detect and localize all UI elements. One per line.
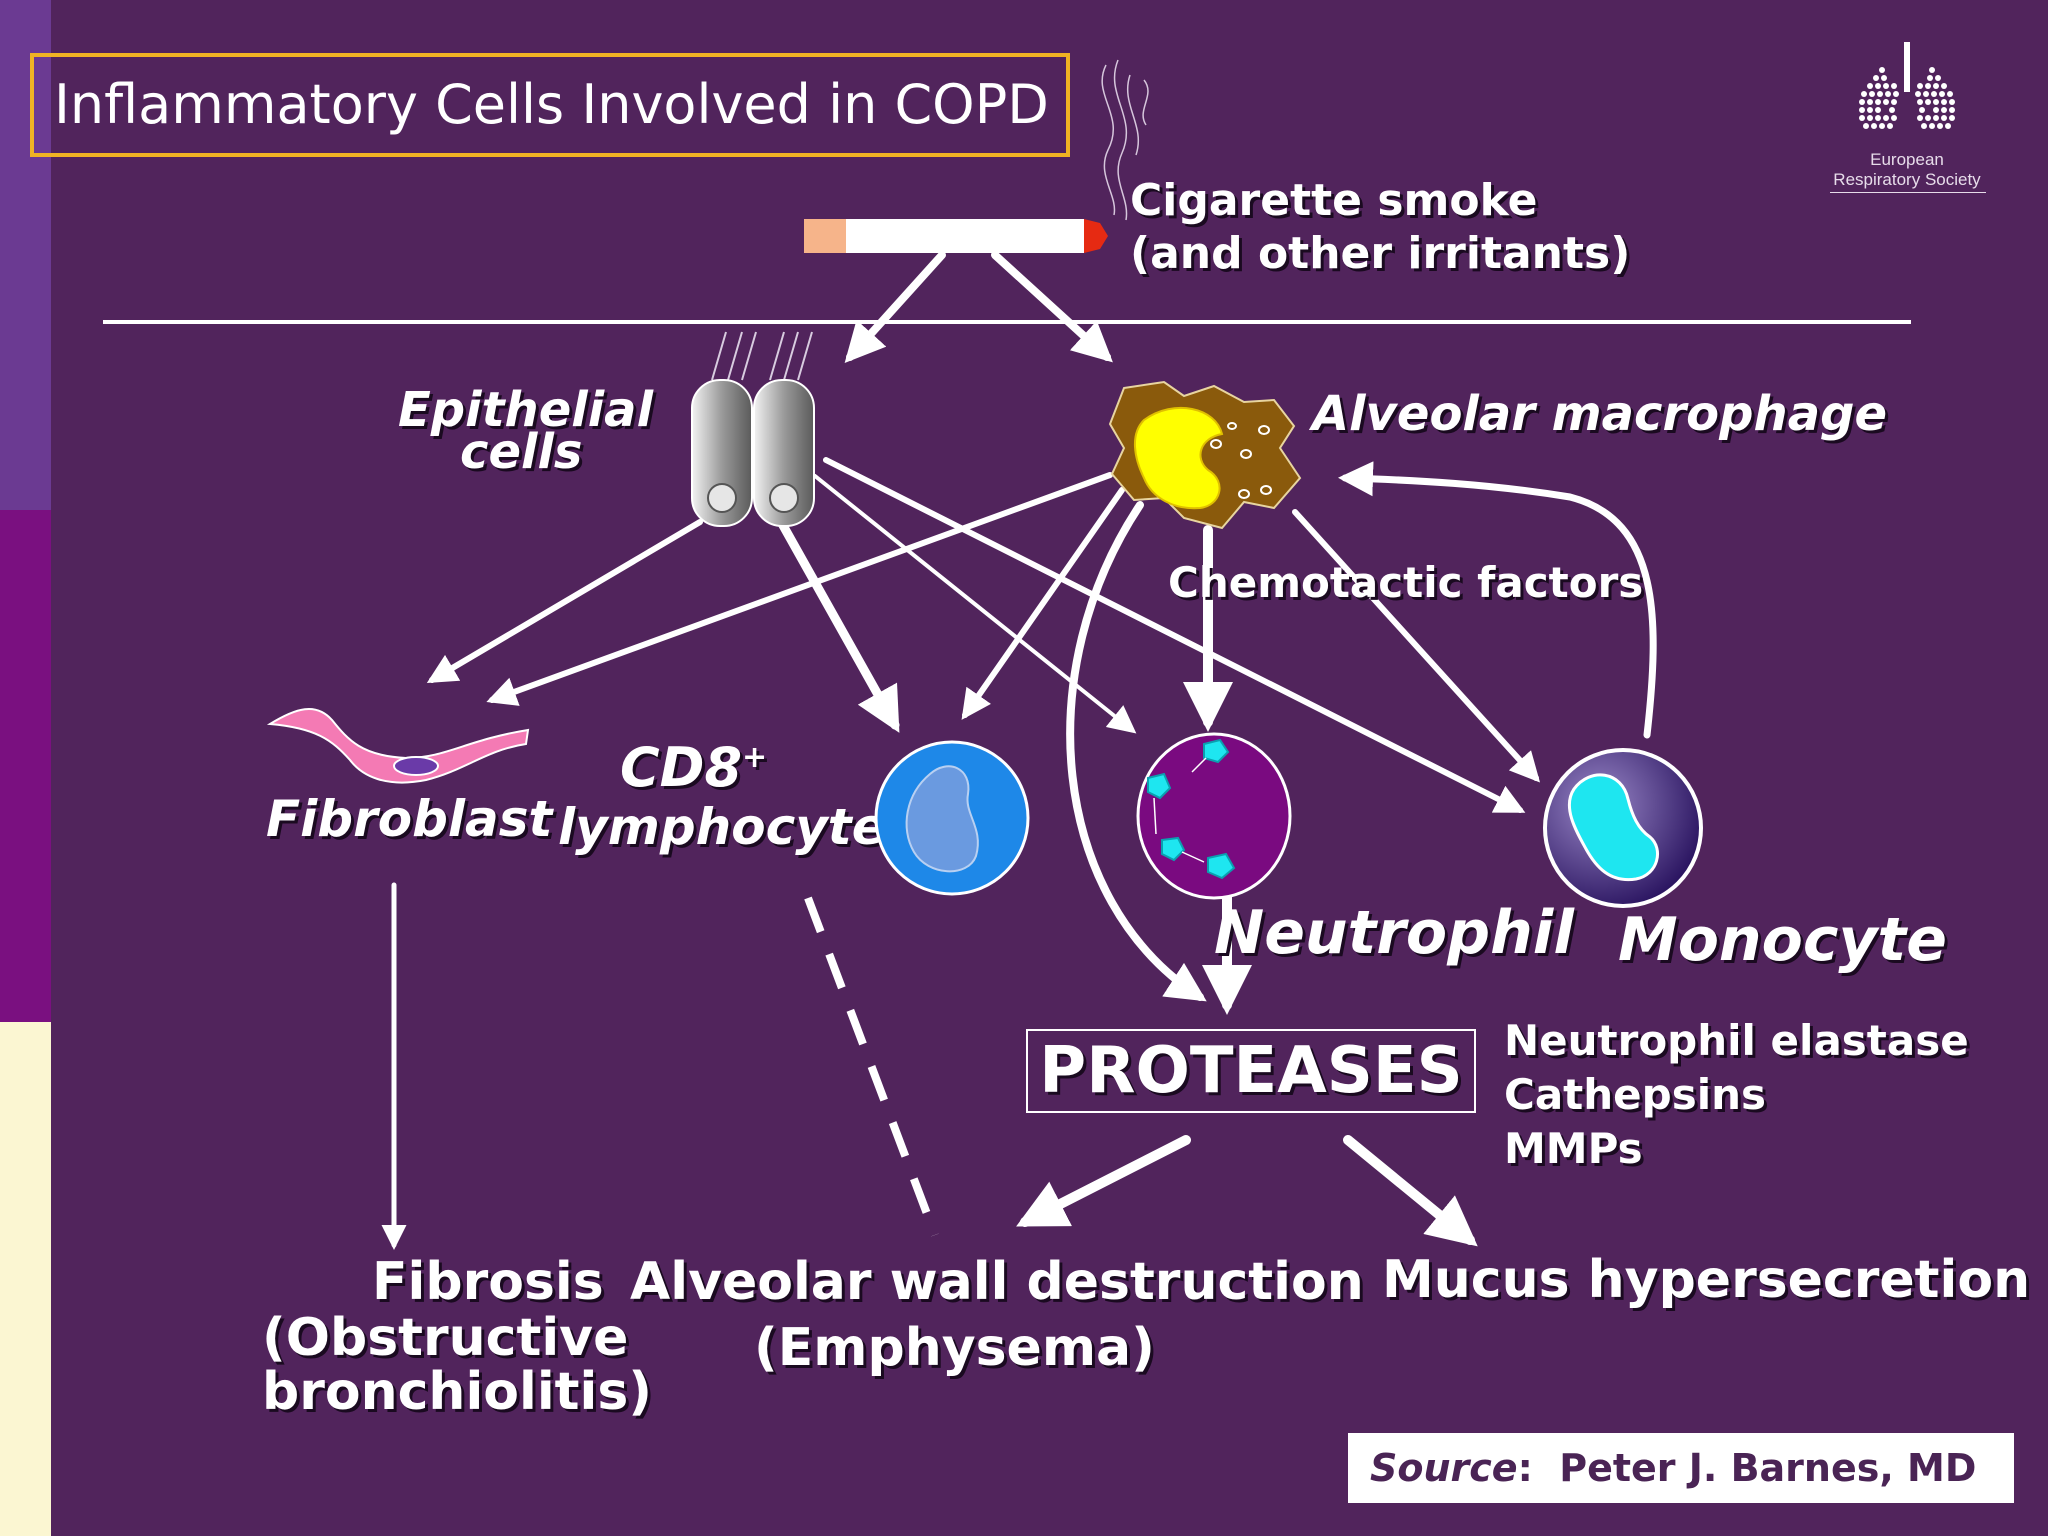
smoke-label-line1: Cigarette smoke xyxy=(1130,175,1538,226)
cd8-superscript: + xyxy=(742,740,768,775)
protease-type-cathepsins: Cathepsins xyxy=(1504,1070,1766,1119)
lymphocyte-icon xyxy=(874,740,1030,896)
fibroblast-label: Fibroblast xyxy=(266,790,553,848)
alveolar-macrophage-icon xyxy=(1108,380,1302,530)
neutrophil-icon xyxy=(1136,732,1292,900)
cd8-label-text: CD8 xyxy=(620,736,743,799)
alveolar-wall-label-line1: Alveolar wall destruction xyxy=(630,1252,1364,1312)
protease-type-mmps: MMPs xyxy=(1504,1124,1643,1173)
left-strip-top xyxy=(0,0,51,510)
fibroblast-icon xyxy=(266,707,530,784)
source-prefix: Source xyxy=(1370,1446,1518,1490)
epithelial-cells-icon xyxy=(691,331,815,527)
epithelial-label-line1: Epithelial xyxy=(398,382,654,438)
monocyte-label: Monocyte xyxy=(1618,905,1947,975)
airway-surface-line xyxy=(103,320,1911,324)
macrophage-label: Alveolar macrophage xyxy=(1312,386,1887,442)
fibrosis-label-line1: Fibrosis xyxy=(372,1252,604,1312)
protease-type-elastase: Neutrophil elastase xyxy=(1504,1016,1969,1065)
source-author: Peter J. Barnes, MD xyxy=(1559,1446,1977,1490)
left-strip-middle xyxy=(0,510,51,1022)
slide-title: Inflammatory Cells Involved in COPD xyxy=(30,53,1070,157)
neutrophil-label: Neutrophil xyxy=(1214,898,1574,968)
ers-logo-text: European Respiratory Society xyxy=(1833,150,1981,189)
alveolar-wall-label-line2: (Emphysema) xyxy=(754,1318,1155,1378)
smoke-label-line2: (and other irritants) xyxy=(1130,228,1631,279)
mucus-hypersecretion-label: Mucus hypersecretion xyxy=(1382,1250,2031,1310)
fibrosis-label-line2: (Obstructive xyxy=(262,1308,629,1368)
proteases-box: PROTEASES xyxy=(1026,1029,1476,1113)
ers-logo-underline xyxy=(1830,192,1986,193)
chemotactic-factors-label: Chemotactic factors xyxy=(1168,558,1644,607)
monocyte-icon xyxy=(1543,748,1703,908)
epithelial-label-line2: cells xyxy=(460,424,583,480)
lymphocyte-label: lymphocyte xyxy=(558,798,886,856)
cd8-label: CD8+ xyxy=(620,736,767,799)
source-credit: Source: Peter J. Barnes, MD xyxy=(1348,1433,2014,1503)
lungs-dots-icon xyxy=(1859,42,1955,129)
source-colon: : xyxy=(1517,1446,1560,1490)
cigarette-icon xyxy=(804,59,1149,253)
left-strip-bottom xyxy=(0,1022,51,1536)
fibrosis-label-line3: bronchiolitis) xyxy=(262,1362,653,1422)
